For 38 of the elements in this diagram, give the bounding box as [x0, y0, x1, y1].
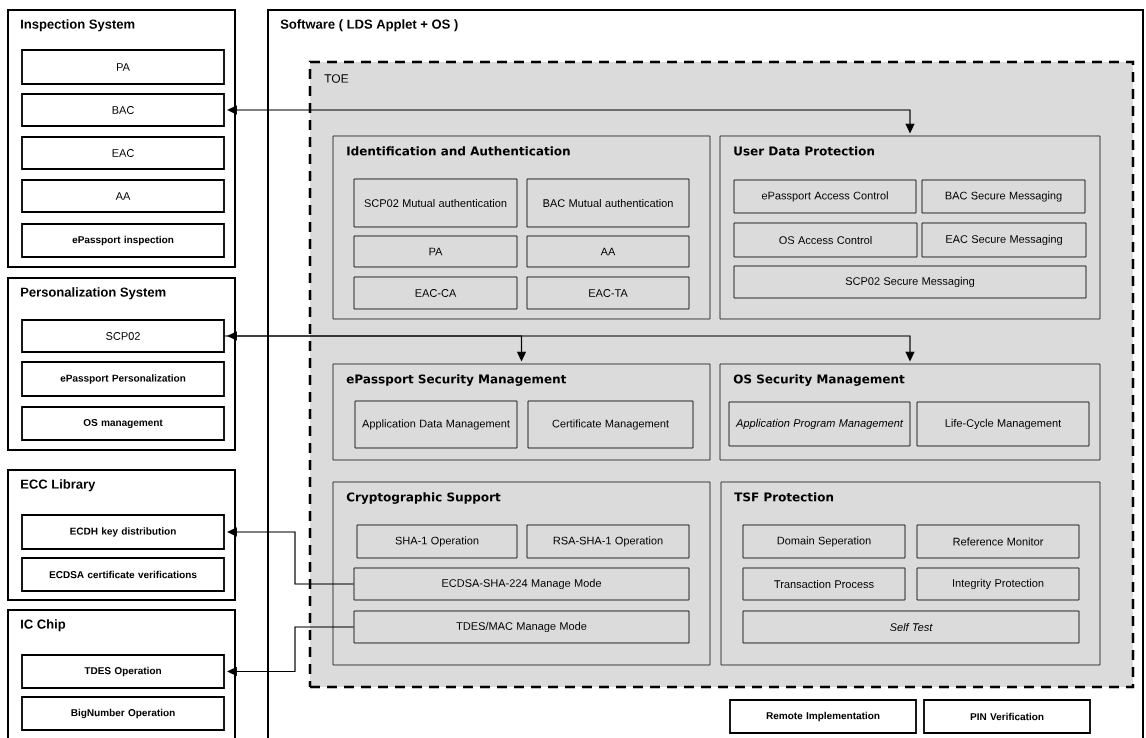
function-box: Integrity Protection [916, 567, 1080, 601]
function-box: SCP02 [21, 319, 225, 353]
function-box: EAC [21, 136, 225, 170]
function-box: ECDH key distribution [21, 514, 225, 550]
function-box: Application Program Management [728, 401, 911, 447]
function-box: BAC Mutual authentication [526, 178, 690, 228]
function-box: BAC [21, 93, 225, 127]
function-box: BigNumber Operation [21, 696, 225, 731]
function-box: AA [526, 235, 690, 268]
function-box: TDES Operation [21, 654, 225, 689]
function-box: OS Access Control [733, 222, 918, 258]
function-box: PIN Verification [923, 699, 1091, 734]
function-box: Certificate Management [527, 400, 694, 449]
function-box: OS management [21, 406, 225, 441]
function-box: RSA-SHA-1 Operation [526, 524, 690, 559]
function-box: Transaction Process [742, 567, 906, 601]
function-box: Self Test [742, 610, 1080, 644]
function-box: ECDSA certificate verifications [21, 557, 225, 592]
function-box: Remote Implementation [729, 699, 917, 734]
function-box: AA [21, 179, 225, 213]
function-box: PA [21, 49, 225, 85]
function-box: SCP02 Secure Messaging [733, 265, 1087, 299]
function-box: TDES/MAC Manage Mode [353, 610, 690, 644]
function-box: SCP02 Mutual authentication [353, 178, 518, 228]
function-box: Domain Seperation [742, 524, 906, 559]
function-box: Life-Cycle Management [916, 401, 1090, 447]
function-box: Application Data Management [354, 400, 518, 449]
function-box: Reference Monitor [916, 524, 1080, 559]
function-box: SHA-1 Operation [356, 524, 518, 559]
function-box: ECDSA-SHA-224 Manage Mode [353, 567, 690, 601]
function-box: EAC-CA [353, 276, 518, 310]
function-box: ePassport inspection [21, 223, 225, 258]
function-box: BAC Secure Messaging [921, 179, 1086, 214]
function-box: ePassport Access Control [733, 179, 917, 214]
function-box: EAC Secure Messaging [921, 222, 1087, 258]
function-box: EAC-TA [526, 276, 690, 310]
function-box: PA [353, 235, 518, 268]
function-box: ePassport Personalization [21, 361, 225, 397]
